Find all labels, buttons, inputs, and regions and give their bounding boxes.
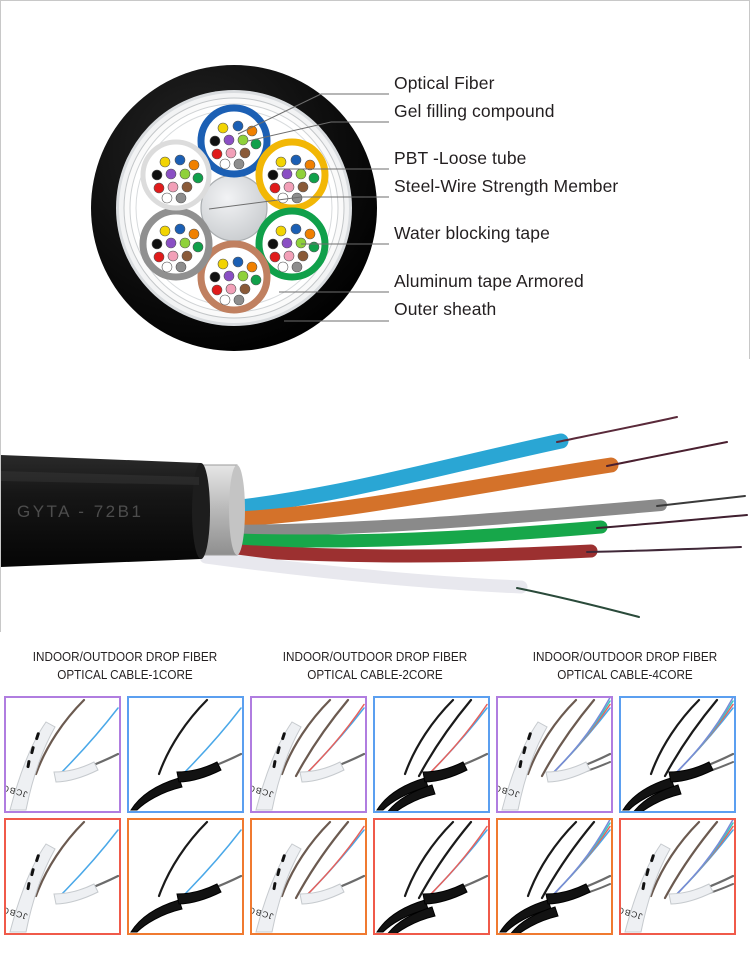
catalog-header-row: INDOOR/OUTDOOR DROP FIBER OPTICAL CABLE-… bbox=[0, 648, 750, 684]
catalog-header-2core-line1: INDOOR/OUTDOOR DROP FIBER bbox=[282, 649, 468, 664]
loose-tube-group bbox=[139, 104, 329, 314]
thumbnail-drop-1core-white-red[interactable]: JCBO bbox=[4, 818, 121, 935]
thumbnail-drop-2core-white[interactable]: JCBO bbox=[250, 696, 367, 813]
thumbnail-drop-2core-black-red[interactable] bbox=[373, 818, 490, 935]
catalog-header-1core-line1: INDOOR/OUTDOOR DROP FIBER bbox=[32, 649, 218, 664]
callout-label-aluminum-tape: Aluminum tape Armored bbox=[394, 271, 584, 291]
loose-tube-blue bbox=[197, 104, 271, 178]
catalog-header-1core-line2: OPTICAL CABLE-1CORE bbox=[57, 667, 193, 682]
loose-tube-gray bbox=[139, 207, 213, 281]
callout-label-water-blocking: Water blocking tape bbox=[394, 223, 550, 243]
catalog-thumbnail-grid: JCBO JCBO JCBO JCBO JCBO JCBO bbox=[0, 696, 750, 940]
catalog-thumbnail-row-1: JCBO JCBO JCBO bbox=[0, 696, 750, 813]
drop-cable-catalog: INDOOR/OUTDOOR DROP FIBER OPTICAL CABLE-… bbox=[0, 640, 750, 954]
catalog-header-1core: INDOOR/OUTDOOR DROP FIBER OPTICAL CABLE-… bbox=[13, 648, 238, 684]
thumbnail-drop-4core-white-red[interactable]: JCBO bbox=[619, 818, 736, 935]
catalog-header-4core: INDOOR/OUTDOOR DROP FIBER OPTICAL CABLE-… bbox=[513, 648, 738, 684]
callout-label-outer-sheath: Outer sheath bbox=[394, 299, 497, 319]
catalog-thumbnail-row-2: JCBO JCBO JCBO bbox=[0, 818, 750, 935]
thumbnail-drop-4core-black-orange[interactable] bbox=[496, 818, 613, 935]
catalog-header-2core: INDOOR/OUTDOOR DROP FIBER OPTICAL CABLE-… bbox=[263, 648, 488, 684]
loose-tube-brown bbox=[197, 240, 271, 314]
cable-marking-text: GYTA - 72B1 bbox=[17, 502, 143, 521]
cable-outer-jacket bbox=[1, 455, 201, 567]
thumbnail-drop-1core-black-orange[interactable] bbox=[127, 818, 244, 935]
catalog-header-2core-line2: OPTICAL CABLE-2CORE bbox=[307, 667, 443, 682]
thumbnail-drop-2core-black[interactable] bbox=[373, 696, 490, 813]
thumbnail-drop-1core-black[interactable] bbox=[127, 696, 244, 813]
thumbnail-drop-2core-white-orange[interactable]: JCBO bbox=[250, 818, 367, 935]
loose-tube-white bbox=[140, 139, 212, 211]
loose-tube-green bbox=[255, 207, 329, 281]
product-hero-panel: Optical Fiber Gel filling compound PBT -… bbox=[0, 0, 750, 633]
catalog-header-4core-line2: OPTICAL CABLE-4CORE bbox=[557, 667, 693, 682]
callout-label-pbt-loose-tube: PBT -Loose tube bbox=[394, 148, 527, 168]
thumbnail-drop-4core-black[interactable] bbox=[619, 696, 736, 813]
callout-label-steel-wire-member: Steel-Wire Strength Member bbox=[394, 176, 619, 196]
thumbnail-drop-4core-white[interactable]: JCBO bbox=[496, 696, 613, 813]
cable-photograph: GYTA - 72B1 bbox=[1, 359, 750, 633]
thumbnail-drop-1core-white[interactable]: JCBO bbox=[4, 696, 121, 813]
callout-label-gel-filling: Gel filling compound bbox=[394, 101, 555, 121]
callout-label-optical-fiber: Optical Fiber bbox=[394, 73, 495, 93]
cable-cross-section-diagram bbox=[89, 63, 379, 353]
catalog-header-4core-line1: INDOOR/OUTDOOR DROP FIBER bbox=[532, 649, 718, 664]
loose-tube-yellow bbox=[255, 138, 329, 212]
